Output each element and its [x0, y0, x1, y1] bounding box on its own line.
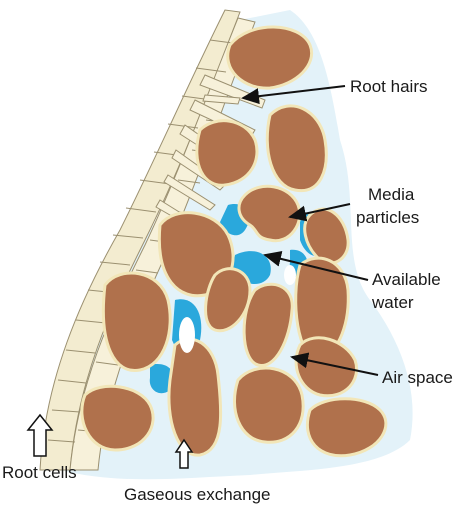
- label-gaseous-exchange: Gaseous exchange: [124, 485, 271, 504]
- label-available-water-line1: Available: [372, 270, 441, 289]
- label-air-space: Air space: [382, 368, 453, 387]
- label-available-water-line2: water: [371, 293, 414, 312]
- label-media-particles-line1: Media: [368, 185, 415, 204]
- label-root-hairs: Root hairs: [350, 77, 427, 96]
- label-media-particles-line2: particles: [356, 208, 419, 227]
- label-root-cells: Root cells: [2, 463, 77, 482]
